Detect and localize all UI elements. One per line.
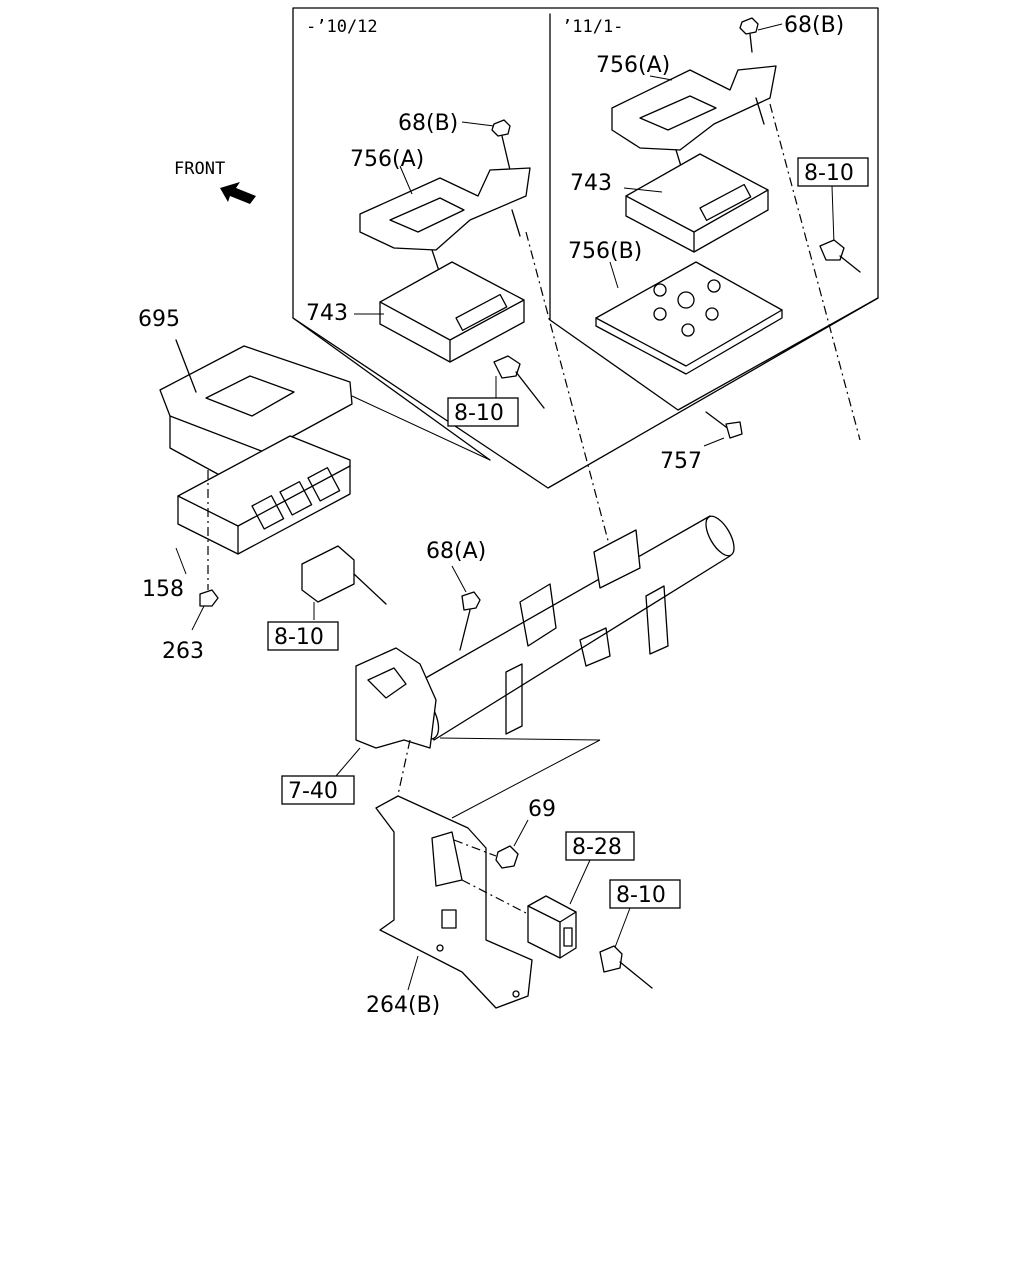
ref-8-10-early-text: 8-10: [454, 401, 504, 426]
ref-8-10-bottom-text: 8-10: [616, 883, 666, 908]
bolt-68b-late[interactable]: [739, 17, 783, 53]
bolt-757[interactable]: [703, 411, 743, 447]
bracket-264b[interactable]: [375, 795, 533, 1009]
label-756a-early: 756(A): [350, 147, 424, 172]
connector-8-10-bottom[interactable]: 8-10: [599, 879, 681, 989]
alignment-line-2: [769, 103, 861, 441]
bolt-68b-early[interactable]: [461, 119, 511, 171]
leader-line-tube-2: [451, 739, 601, 819]
label-756a-late: 756(A): [596, 53, 670, 78]
label-263: 263: [162, 639, 204, 664]
alignment-line-1: [525, 231, 611, 549]
bracket-756a-late[interactable]: [611, 65, 777, 177]
leader-line-tube: [439, 737, 601, 741]
front-arrow-icon: [220, 182, 256, 204]
label-68b-late: 68(B): [784, 13, 844, 38]
mount-7-40[interactable]: 7-40: [281, 647, 437, 805]
bracket-695[interactable]: [159, 339, 353, 485]
alignment-line-3: [395, 739, 411, 805]
bolt-263[interactable]: [191, 470, 219, 631]
label-743-late: 743: [570, 171, 612, 196]
module-743-early[interactable]: [354, 261, 525, 363]
leader-line-695: [351, 395, 491, 461]
bracket-756b-late[interactable]: [595, 261, 783, 375]
label-695: 695: [138, 307, 180, 332]
ref-7-40-text: 7-40: [288, 779, 338, 804]
connector-8-10-late[interactable]: 8-10: [797, 157, 869, 273]
label-69: 69: [528, 797, 556, 822]
label-158: 158: [142, 577, 184, 602]
alignment-line-4: [461, 879, 529, 915]
ref-8-10-late-text: 8-10: [804, 161, 854, 186]
bracket-756a-early[interactable]: [359, 165, 531, 275]
module-743-late[interactable]: [623, 153, 769, 253]
label-757: 757: [660, 449, 702, 474]
label-264b: 264(B): [366, 993, 440, 1018]
label-756b-late: 756(B): [568, 239, 642, 264]
module-158[interactable]: [175, 435, 351, 575]
label-68a: 68(A): [426, 539, 486, 564]
relay-8-28[interactable]: 8-28: [527, 831, 635, 959]
nut-69[interactable]: [453, 819, 529, 869]
variant-early-label: -’10/12: [306, 17, 378, 37]
ref-8-10-left-text: 8-10: [274, 625, 324, 650]
ref-8-28-text: 8-28: [572, 835, 622, 860]
label-743-early: 743: [306, 301, 348, 326]
connector-8-10-early[interactable]: 8-10: [447, 355, 545, 427]
variant-frame: [292, 7, 879, 489]
front-label: FRONT: [174, 159, 225, 179]
label-68b-early: 68(B): [398, 111, 458, 136]
bolt-68a[interactable]: [451, 565, 481, 651]
variant-late-label: ’11/1-: [562, 17, 623, 37]
connector-8-10-left[interactable]: 8-10: [267, 545, 387, 651]
